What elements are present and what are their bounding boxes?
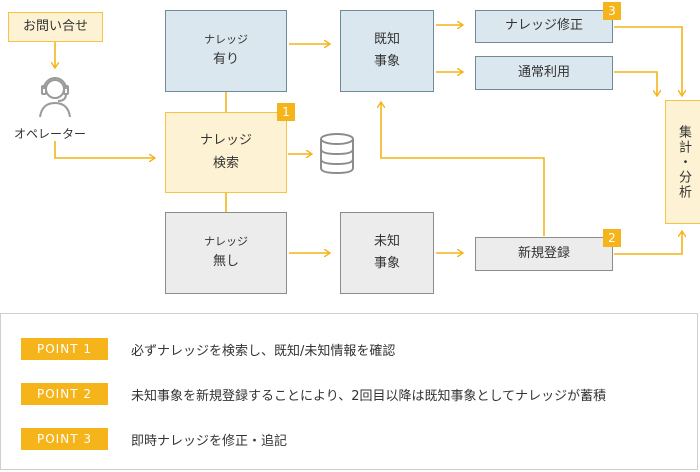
- knowledge-yes-node: ナレッジ 有り: [165, 10, 287, 92]
- inquiry-label: お問い合せ: [22, 18, 88, 34]
- normal-use-label: 通常利用: [517, 64, 570, 80]
- knowledge-no-line2: 無し: [212, 254, 239, 270]
- database-icon: [318, 132, 356, 176]
- badge-2: 2: [603, 229, 621, 247]
- knowledge-no-node: ナレッジ 無し: [165, 212, 287, 294]
- badge-1: 1: [277, 103, 295, 121]
- knowledge-search-line2: 検索: [212, 155, 239, 171]
- normal-use-node: 通常利用: [475, 56, 613, 90]
- new-register-label: 新規登録: [517, 245, 570, 261]
- knowledge-yes-line2: 有り: [212, 52, 239, 68]
- known-case-node: 既知 事象: [340, 10, 434, 92]
- knowledge-no-line1: ナレッジ: [204, 234, 248, 248]
- knowledge-fix-node: ナレッジ修正: [475, 10, 613, 43]
- points-legend: POINT 1 必ずナレッジを検索し、既知/未知情報を確認 POINT 2 未知…: [0, 313, 698, 470]
- unknown-case-node: 未知 事象: [340, 212, 434, 294]
- point-row-2: POINT 2 未知事象を新規登録することにより、2回目以降は既知事象としてナレ…: [21, 383, 606, 405]
- unknown-case-line2: 事象: [373, 256, 400, 271]
- aggregate-node: 集計・分析: [665, 100, 700, 224]
- unknown-case-line1: 未知: [373, 233, 400, 249]
- knowledge-yes-line1: ナレッジ: [204, 32, 248, 46]
- aggregate-label: 集計・分析: [676, 124, 692, 200]
- new-register-node: 新規登録: [475, 237, 613, 271]
- point-text-2: 未知事象を新規登録することにより、2回目以降は既知事象としてナレッジが蓄積: [131, 388, 607, 404]
- known-case-line1: 既知: [373, 31, 400, 47]
- headset-operator-icon: [34, 72, 76, 118]
- point-row-1: POINT 1 必ずナレッジを検索し、既知/未知情報を確認: [21, 338, 395, 360]
- knowledge-search-line1: ナレッジ: [199, 133, 252, 149]
- badge-3: 3: [603, 2, 621, 20]
- knowledge-fix-label: ナレッジ修正: [504, 18, 583, 34]
- point-tag-2: POINT 2: [21, 383, 108, 405]
- point-tag-1: POINT 1: [21, 338, 108, 360]
- point-tag-3: POINT 3: [21, 428, 108, 450]
- point-text-1: 必ずナレッジを検索し、既知/未知情報を確認: [131, 343, 396, 359]
- operator-label: オペレーター: [14, 127, 87, 141]
- known-case-line2: 事象: [373, 54, 400, 69]
- point-row-3: POINT 3 即時ナレッジを修正・追記: [21, 428, 287, 450]
- inquiry-node: お問い合せ: [8, 12, 103, 42]
- knowledge-search-node: ナレッジ 検索: [165, 112, 287, 193]
- point-text-3: 即時ナレッジを修正・追記: [131, 433, 288, 449]
